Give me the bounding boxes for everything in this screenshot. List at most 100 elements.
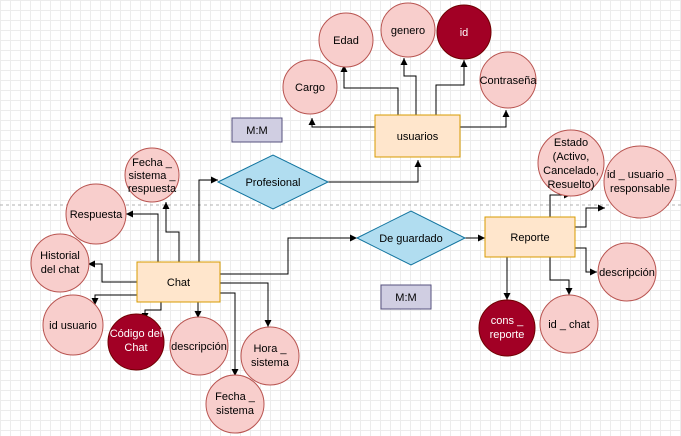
svg-text:Contraseña: Contraseña	[480, 75, 538, 87]
svg-text:Hora _: Hora _	[253, 343, 287, 355]
attr-estado-line1: Estado	[554, 137, 588, 149]
attr-codigo-chat-key[interactable]: Código del Chat	[107, 313, 165, 371]
attr-descripcion-chat-line: descripción	[171, 341, 227, 353]
attr-responsable-line1: id _ usuario _	[607, 169, 674, 181]
svg-text:De guardado: De guardado	[379, 233, 443, 245]
attr-id-line: id	[460, 27, 469, 39]
attr-historial[interactable]: Historial del chat	[30, 233, 90, 293]
attr-cons-line1: cons _	[491, 315, 524, 327]
svg-text:(Activo,: (Activo,	[553, 151, 590, 163]
svg-text:id usuario: id usuario	[49, 320, 97, 332]
relation-profesional-label: Profesional	[245, 177, 300, 189]
attr-estado-line2: (Activo,	[553, 151, 590, 163]
edge-reporte-estado	[549, 191, 571, 217]
attr-contrasena-line: Contraseña	[480, 75, 538, 87]
attr-contrasena[interactable]: Contraseña	[479, 51, 538, 109]
attr-respuesta-line: Respuesta	[70, 209, 123, 221]
attr-edad[interactable]: Edad	[318, 12, 374, 68]
attr-descripcion-reporte-line: descripción	[599, 267, 655, 279]
svg-text:id: id	[460, 27, 469, 39]
attr-hora-sistema[interactable]: Hora _ sistema	[240, 326, 300, 386]
attr-id-usuario[interactable]: id usuario	[42, 294, 104, 356]
edge-chat-deguardado	[220, 234, 357, 275]
relation-de-guardado-label: De guardado	[379, 233, 443, 245]
svg-text:usuarios: usuarios	[397, 131, 439, 143]
edge-chat-respuesta	[126, 210, 159, 262]
entity-reporte[interactable]: Reporte	[484, 216, 576, 258]
attr-id-chat[interactable]: id _ chat	[539, 294, 599, 354]
entity-usuarios-label: usuarios	[397, 131, 439, 143]
attr-descripcion-chat[interactable]: descripción	[169, 316, 229, 376]
svg-text:sistema: sistema	[251, 357, 290, 369]
svg-text:Historial: Historial	[40, 250, 80, 262]
svg-text:responsable: responsable	[610, 183, 670, 195]
cardinality-de-guardado[interactable]: M:M	[380, 284, 432, 310]
cardinality-de-guardado-label: M:M	[395, 292, 416, 304]
attr-cargo[interactable]: Cargo	[282, 59, 338, 115]
svg-text:respuesta: respuesta	[128, 183, 177, 195]
svg-text:Resuelto): Resuelto)	[547, 179, 594, 191]
entity-usuarios[interactable]: usuarios	[374, 114, 461, 158]
svg-text:reporte: reporte	[490, 329, 525, 341]
edge-reporte-responsable	[575, 204, 605, 228]
attr-respuesta[interactable]: Respuesta	[65, 183, 127, 245]
svg-text:Cancelado,: Cancelado,	[543, 165, 599, 177]
entity-chat[interactable]: Chat	[136, 261, 221, 303]
svg-text:sistema _: sistema _	[128, 170, 176, 182]
svg-text:id _ chat: id _ chat	[548, 319, 590, 331]
svg-text:M:M: M:M	[395, 292, 416, 304]
svg-text:Estado: Estado	[554, 137, 588, 149]
attr-codigo-line2: Chat	[124, 342, 147, 354]
edge-usuarios-contrasena	[460, 110, 510, 128]
attr-id-usuario-responsable[interactable]: id _ usuario _ responsable	[603, 145, 677, 219]
attr-id-usuario-line: id usuario	[49, 320, 97, 332]
attr-fsr-line3: respuesta	[128, 183, 177, 195]
attr-fsr-line1: Fecha _	[132, 157, 173, 169]
attr-fecha-sistema[interactable]: Fecha _ sistema	[205, 374, 265, 434]
attr-estado-line4: Resuelto)	[547, 179, 594, 191]
svg-text:sistema: sistema	[216, 405, 255, 417]
attr-genero-line: genero	[391, 25, 425, 37]
svg-text:descripción: descripción	[599, 267, 655, 279]
attr-fecha-line2: sistema	[216, 405, 255, 417]
attr-fecha-line1: Fecha _	[215, 391, 256, 403]
entity-reporte-label: Reporte	[510, 232, 549, 244]
svg-text:Fecha _: Fecha _	[215, 391, 256, 403]
attr-historial-line2: del chat	[41, 264, 80, 276]
relation-profesional[interactable]: Profesional	[216, 154, 330, 210]
attr-hora-line1: Hora _	[253, 343, 287, 355]
edge-usuarios-id	[435, 60, 468, 115]
edge-chat-fecha-respuesta	[162, 202, 180, 262]
attr-codigo-line1: Código del	[110, 328, 163, 340]
attr-responsable-line2: responsable	[610, 183, 670, 195]
attr-estado[interactable]: Estado (Activo, Cancelado, Resuelto)	[537, 129, 605, 197]
svg-text:del chat: del chat	[41, 264, 80, 276]
attr-descripcion-reporte[interactable]: descripción	[597, 242, 657, 302]
attr-fecha-sistema-respuesta[interactable]: Fecha _ sistema _ respuesta	[124, 147, 180, 203]
svg-text:Chat: Chat	[167, 277, 190, 289]
attr-genero[interactable]: genero	[380, 2, 436, 58]
edge-profesional-usuarios	[328, 160, 422, 183]
entity-chat-label: Chat	[167, 277, 190, 289]
cardinality-profesional-label: M:M	[246, 125, 267, 137]
edges	[88, 58, 605, 376]
edge-chat-hora	[220, 282, 272, 327]
svg-text:Profesional: Profesional	[245, 177, 300, 189]
svg-text:cons _: cons _	[491, 315, 524, 327]
svg-text:Reporte: Reporte	[510, 232, 549, 244]
attr-id-chat-line: id _ chat	[548, 319, 590, 331]
edge-reporte-idchat	[549, 257, 573, 295]
attr-fsr-line2: sistema _	[128, 170, 176, 182]
svg-text:Edad: Edad	[333, 35, 359, 47]
attr-id-key[interactable]: id	[436, 4, 492, 60]
relation-de-guardado[interactable]: De guardado	[355, 210, 467, 266]
attr-cons-reporte-key[interactable]: cons _ reporte	[478, 299, 536, 357]
edge-reporte-descripcion	[575, 247, 597, 276]
svg-text:genero: genero	[391, 25, 425, 37]
edge-chat-historial	[88, 260, 137, 283]
cardinality-profesional[interactable]: M:M	[231, 117, 283, 143]
svg-text:Código del: Código del	[110, 328, 163, 340]
svg-text:Cargo: Cargo	[295, 82, 325, 94]
